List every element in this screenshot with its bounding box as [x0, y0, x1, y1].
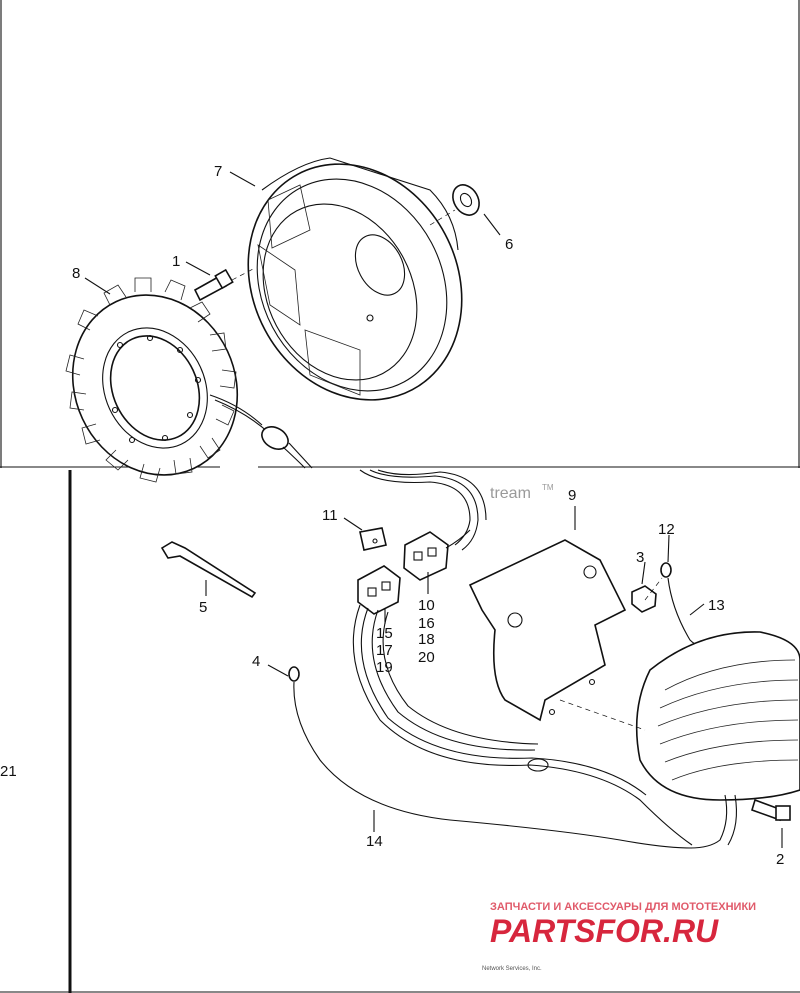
callout-12: 12 [658, 521, 675, 538]
callout-17: 17 [376, 642, 393, 659]
bracket [468, 539, 627, 722]
callout-13: 13 [708, 597, 725, 614]
wire-harness-upper [359, 469, 487, 551]
nut [631, 585, 657, 613]
connector-15 [357, 565, 401, 615]
ring-terminal-12 [660, 562, 716, 649]
cable-strap [160, 541, 257, 599]
regulator [635, 631, 800, 849]
bolt-2 [751, 798, 791, 822]
partsfor-logo: PARTSFOR.RU [490, 913, 719, 949]
callout-5: 5 [199, 599, 207, 616]
callout-10: 10 [418, 597, 435, 614]
callout-14: 14 [366, 833, 383, 850]
callout-9: 9 [568, 487, 576, 504]
callout-16: 16 [418, 615, 435, 632]
assembly-axes [231, 209, 663, 731]
rotor [247, 157, 463, 401]
callout-11: 11 [322, 507, 338, 524]
callout-21: 21 [0, 763, 17, 780]
callout-4: 4 [252, 653, 260, 670]
washer [452, 184, 480, 216]
callout-19: 19 [376, 659, 393, 676]
connector-10 [403, 529, 471, 581]
callout-7: 7 [214, 163, 222, 180]
partsfor-caption: ЗАПЧАСТИ И АКСЕССУАРЫ ДЛЯ МОТОТЕХНИКИ [490, 901, 756, 913]
callout-6: 6 [505, 236, 513, 253]
callout-8: 8 [72, 265, 80, 282]
watermarks: tream TM ЗАПЧАСТИ И АКСЕССУАРЫ ДЛЯ МОТОТ… [482, 483, 756, 972]
tm-mark: TM [542, 483, 554, 492]
clip [359, 527, 387, 551]
callout-labels: 7 6 1 8 9 11 12 3 13 10 16 18 20 15 17 1… [0, 163, 784, 868]
callout-1: 1 [172, 253, 180, 270]
callout-18: 18 [418, 631, 435, 648]
stream-watermark: tream [490, 485, 531, 502]
wire-harness-lower [352, 604, 693, 846]
callout-3: 3 [636, 549, 644, 566]
callout-20: 20 [418, 649, 435, 666]
ring-terminal-4 [288, 666, 693, 849]
bolt-1 [193, 268, 234, 302]
callout-2: 2 [776, 851, 784, 868]
stator [65, 277, 313, 483]
leader-lines [84, 171, 783, 848]
copyright-text: Network Services, Inc. [482, 966, 542, 972]
callout-15: 15 [376, 625, 393, 642]
